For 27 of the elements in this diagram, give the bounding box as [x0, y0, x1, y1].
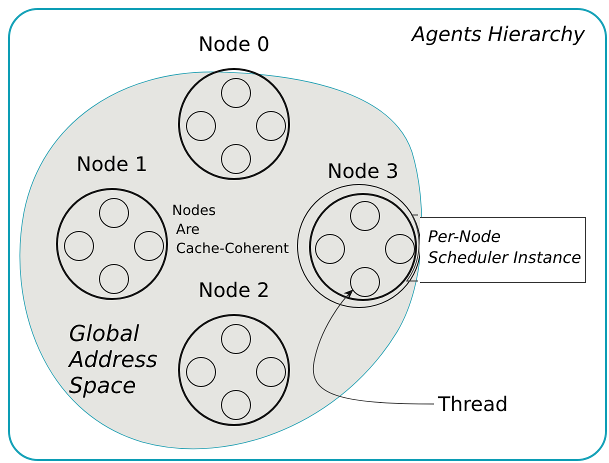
- core-circle: [315, 234, 345, 264]
- note-text: Nodes Are Cache-Coherent: [172, 202, 290, 259]
- node-title: Node 2: [198, 278, 270, 302]
- node-title: Node 0: [198, 32, 270, 56]
- region-label: Global Address Space: [69, 322, 158, 400]
- node-title: Node 1: [76, 152, 148, 176]
- thread-label: Thread: [438, 392, 518, 418]
- core-circle: [221, 78, 251, 108]
- core-circle: [256, 357, 286, 387]
- node-title: Node 3: [327, 159, 399, 183]
- core-circle: [256, 111, 286, 141]
- core-circle: [186, 357, 216, 387]
- core-circle: [64, 231, 94, 261]
- core-circle: [350, 267, 380, 297]
- frame-title: Agents Hierarchy: [412, 22, 585, 46]
- core-circle: [385, 234, 415, 264]
- callout-box: Per-Node Scheduler Instance: [420, 217, 586, 283]
- core-circle: [221, 324, 251, 354]
- core-circle: [99, 198, 129, 228]
- core-circle: [221, 390, 251, 420]
- core-circle: [221, 144, 251, 174]
- core-circle: [350, 201, 380, 231]
- core-circle: [134, 231, 164, 261]
- arrow: [312, 289, 434, 404]
- core-circle: [186, 111, 216, 141]
- frame-box: [8, 8, 607, 461]
- core-circle: [99, 264, 129, 294]
